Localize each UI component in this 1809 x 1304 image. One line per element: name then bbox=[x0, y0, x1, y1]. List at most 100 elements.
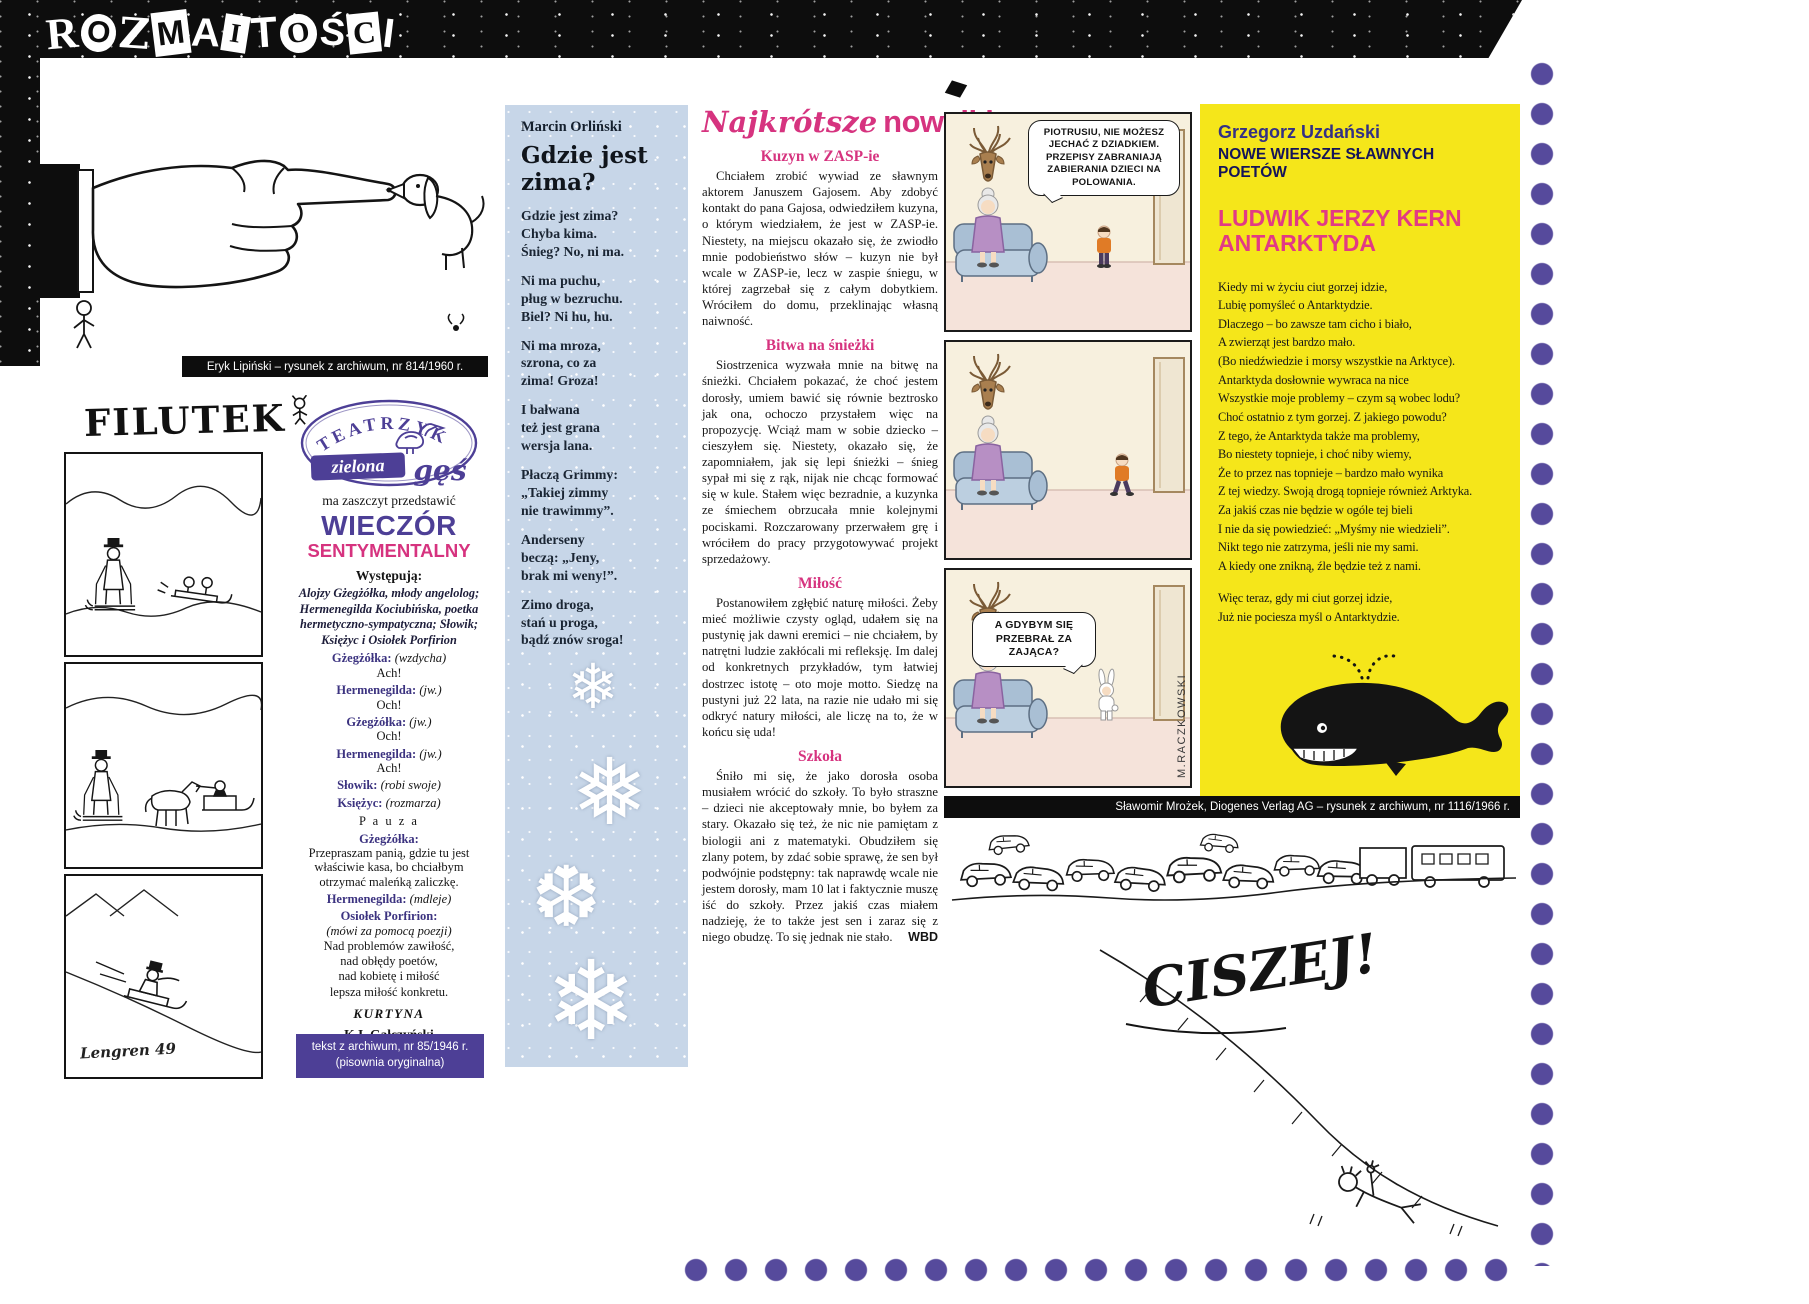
masthead-letter: Ś bbox=[317, 10, 347, 55]
pauza: P a u z a bbox=[359, 814, 419, 829]
speaker: Gżegżółka: bbox=[331, 651, 392, 666]
script-line: Księżyc: (rozmarza) bbox=[294, 796, 484, 810]
cast-label: Występują: bbox=[355, 568, 423, 584]
poem-stanza-1: Kiedy mi w życiu ciut gorzej idzie, Lubi… bbox=[1218, 279, 1473, 573]
script-line: Osiołek Porfirion: bbox=[294, 909, 484, 923]
speaker: Księżyc: bbox=[337, 795, 383, 810]
road-line bbox=[951, 877, 1516, 901]
script-say: Och! bbox=[376, 697, 402, 712]
goose-icon bbox=[395, 423, 446, 454]
stage-direction: (mówi za pomocą poezji) bbox=[326, 923, 452, 938]
speech-bubble: Piotrusiu, nie możesz jechać z dziadkiem… bbox=[1028, 120, 1180, 197]
script-line: Hermenegilda: (mdleje) bbox=[294, 892, 484, 906]
nowelki-title-script: Najkrótsze bbox=[702, 105, 878, 139]
filutek-panel-3-art bbox=[66, 889, 261, 1054]
mrozek-caption: Sławomir Mrożek, Diogenes Verlag AG – ry… bbox=[944, 796, 1520, 818]
nowelki-body: Śniło mi się, że jako dorosła osoba musi… bbox=[702, 769, 938, 945]
zima-stanza: Ni ma mroza, szrona, co za zima! Groza! bbox=[521, 337, 601, 389]
svg-text:TEATRZYK: TEATRZYK bbox=[313, 413, 452, 456]
traffic-jam bbox=[959, 832, 1505, 893]
nowelki-body: Siostrzenica wyzwała mnie na bitwę na śn… bbox=[702, 358, 938, 566]
comic-panel-1: Piotrusiu, nie możesz jechać z dziadkiem… bbox=[944, 112, 1192, 332]
osiolek-poem: Nad problemów zawiłość, nad obłędy poetó… bbox=[323, 938, 455, 999]
fly-icon bbox=[447, 313, 465, 331]
nowelki-heading: Szkoła bbox=[798, 748, 842, 765]
zima-stanza: Ni ma puchu, pług w bezruchu. Biel? Ni h… bbox=[521, 272, 623, 324]
filutek-title: FILUTEK bbox=[83, 395, 310, 445]
sled-kids bbox=[157, 576, 233, 604]
zima-stanza: Anderseny beczą: „Jeny, brak mi weny!”. bbox=[521, 531, 618, 583]
stage-direction: (wzdycha) bbox=[394, 651, 447, 666]
little-man bbox=[73, 300, 95, 349]
lying-figure bbox=[1338, 1160, 1421, 1224]
zima-column: Marcin Orliński Gdzie jest zima? Gdzie j… bbox=[505, 105, 688, 1067]
zielona-ges-logo: TEATRZYK zielona gęś bbox=[300, 399, 478, 487]
speaker: Hermenegilda: bbox=[326, 892, 407, 907]
whale-spout bbox=[1330, 654, 1364, 680]
speaker: Słowik: bbox=[337, 778, 378, 793]
cast-list: Alojzy Gżegżółka, młody angelolog; Herme… bbox=[298, 586, 480, 647]
speaker: Hermenegilda: bbox=[336, 683, 417, 698]
filutek-panel-3 bbox=[64, 874, 263, 1079]
stage-direction: (jw.) bbox=[419, 683, 442, 698]
filutek-panel-2-art bbox=[66, 694, 261, 832]
script-line: Gżegżółka: bbox=[294, 832, 484, 846]
snowflake-icon: ❆ bbox=[531, 852, 602, 945]
nowelki-heading: Miłość bbox=[798, 574, 842, 592]
mrozek-traffic-drawing: CISZEJ! bbox=[951, 832, 1516, 1237]
filutek-panel-2 bbox=[64, 662, 263, 869]
hill-line bbox=[1099, 949, 1499, 1227]
zima-title: Gdzie jest zima? bbox=[521, 142, 648, 196]
stage-direction: (jw.) bbox=[419, 746, 442, 761]
speaker: Gżegżółka: bbox=[346, 714, 407, 729]
zima-stanza: I bałwana też jest grana wersja lana. bbox=[521, 402, 600, 454]
sledding-man bbox=[123, 960, 188, 1010]
dot-border-right bbox=[1528, 54, 1556, 1266]
teatrzyk-column: TEATRZYK zielona gęś ma zaszczyt przedst… bbox=[294, 398, 484, 1043]
comic-panel-2 bbox=[944, 340, 1192, 560]
speaker: Gżegżółka: bbox=[359, 831, 419, 846]
zima-stanza: Gdzie jest zima? Chyba kima. Śnieg? No, … bbox=[521, 208, 625, 259]
filutek-panel-1-art bbox=[66, 485, 261, 617]
imp-icon bbox=[291, 395, 308, 425]
script-line: Hermenegilda: (jw.) bbox=[294, 683, 484, 697]
teatrzyk-intro: ma zaszczyt przedstawić bbox=[322, 493, 456, 508]
script-line: Gżegżółka: (wzdycha) bbox=[294, 651, 484, 665]
teatrzyk-arc-text: TEATRZYK bbox=[313, 413, 448, 456]
script-line: Hermenegilda: (jw.) bbox=[294, 747, 484, 761]
stage-direction: (jw.) bbox=[409, 714, 432, 729]
wiersze-poet: LUDWIK JERZY KERN bbox=[1218, 205, 1462, 231]
comic-panel-2-art bbox=[946, 342, 1190, 558]
nowelki-heading: Kuzyn w ZASP-ie bbox=[760, 148, 880, 165]
masthead-letter: Z bbox=[117, 7, 152, 59]
masthead-letter: I bbox=[220, 12, 251, 54]
comic-panel-3-art bbox=[946, 570, 1190, 786]
masthead-letter: R bbox=[43, 7, 80, 59]
zielona-text: zielona bbox=[330, 455, 385, 477]
speech-bubble: A gdybym się przebrał za zająca? bbox=[972, 612, 1096, 667]
poem-stanza-2: Więc teraz, gdy mi ciut gorzej idzie, Ju… bbox=[1218, 591, 1400, 625]
speaker: Hermenegilda: bbox=[336, 746, 417, 761]
horse bbox=[144, 781, 202, 827]
truck-sketch bbox=[1359, 847, 1407, 886]
masthead-letter: C bbox=[345, 11, 383, 55]
kurtyna: KURTYNA bbox=[353, 1005, 425, 1021]
zima-author: Marcin Orliński bbox=[521, 119, 622, 135]
nowelki-body: Postanowiłem zgłębić naturę miłości. Żeb… bbox=[702, 595, 938, 739]
lipinski-hand-dog-drawing bbox=[36, 159, 485, 349]
nowelki-signature: WBD bbox=[908, 930, 938, 945]
nowelki-heading: Bitwa na śnieżki bbox=[765, 337, 875, 355]
teatrzyk-title-line1: WIECZÓR bbox=[321, 510, 457, 541]
wiersze-column: Grzegorz Uzdański NOWE WIERSZE SŁAWNYCH … bbox=[1200, 104, 1520, 796]
wiersze-series: NOWE WIERSZE SŁAWNYCH POETÓW bbox=[1218, 146, 1435, 181]
collage-scrap-icon bbox=[944, 80, 968, 98]
nowelki-column: Najkrótsze nowelki Kuzyn w ZASP-ie Chcia… bbox=[702, 104, 994, 945]
nowelki-title: Najkrótsze nowelki bbox=[702, 104, 994, 140]
script-say: Ach! bbox=[376, 665, 402, 680]
mrozek-caption-text: Sławomir Mrożek, Diogenes Verlag AG – ry… bbox=[1115, 801, 1510, 813]
zima-stanza: Zimo droga, stań u proga, bądź znów srog… bbox=[521, 596, 624, 648]
masthead-letter: A bbox=[190, 10, 221, 55]
lipinski-caption: Eryk Lipiński – rysunek z archiwum, nr 8… bbox=[182, 356, 488, 377]
lipinski-caption-text: Eryk Lipiński – rysunek z archiwum, nr 8… bbox=[206, 360, 464, 373]
